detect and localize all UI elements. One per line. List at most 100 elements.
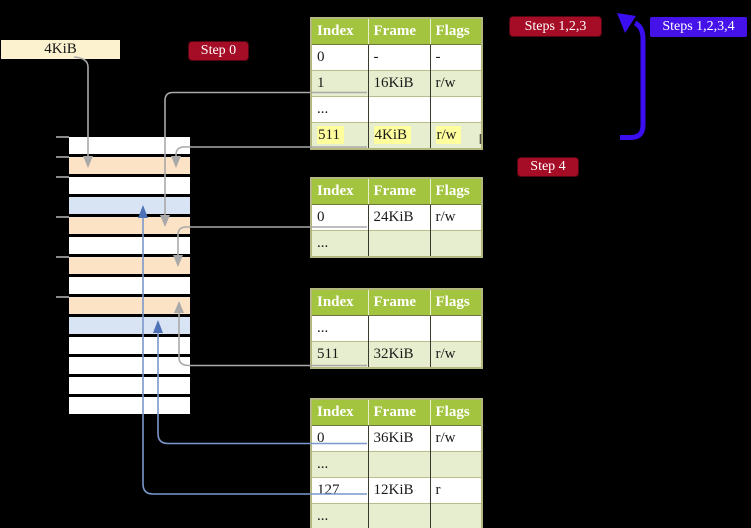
table-cell (430, 451, 482, 478)
memory-frame-row-orange (69, 157, 190, 174)
column-header: Flags (430, 289, 482, 316)
badge-steps-1234: Steps 1,2,3,4 (650, 17, 747, 37)
column-header: Flags (430, 178, 482, 205)
address-tick (56, 296, 69, 298)
table-cell: 511 (311, 122, 369, 149)
column-header: Frame (368, 18, 431, 45)
table-cell (430, 96, 482, 123)
table-cell (430, 316, 482, 342)
highlighted-cell-text: 4KiB (373, 126, 412, 144)
column-header: Index (311, 399, 369, 426)
table-cell (430, 230, 482, 257)
table-cell: ... (311, 451, 369, 478)
arrowhead-loop-steps (617, 13, 636, 33)
badge-step-0: Step 0 (189, 42, 248, 60)
column-header: Frame (368, 178, 431, 205)
memory-frame-row-white (69, 277, 190, 294)
table-row: ... (311, 230, 482, 257)
table-row: ... (311, 96, 482, 123)
column-header: Frame (368, 289, 431, 316)
memory-frame-row-white (69, 377, 190, 394)
table-cell: ... (311, 230, 369, 257)
memory-frame-row-white (69, 337, 190, 354)
table-cell (368, 503, 431, 528)
memory-frame-row-white (69, 357, 190, 374)
table-cell: 0 (311, 44, 369, 71)
badge-step-4: Step 4 (518, 158, 578, 176)
table-cell: - (368, 44, 431, 71)
table-cell: 12KiB (368, 477, 431, 504)
memory-frame-row-blue (69, 317, 190, 334)
column-header: Flags (430, 399, 482, 426)
memory-frame-row-orange (69, 297, 190, 314)
table-cell (368, 315, 431, 342)
memory-frame-row-white (69, 177, 190, 194)
address-tick (56, 216, 69, 218)
table-cell: r/w (430, 70, 482, 97)
column-header: Index (311, 178, 369, 205)
table-cell: 4KiB (368, 122, 431, 149)
memory-frame-row-orange (69, 257, 190, 274)
table-row: ... (311, 503, 482, 528)
table-cell: 127 (311, 477, 369, 504)
physical-memory-column (69, 137, 190, 417)
table-cell: 36KiB (368, 425, 431, 452)
address-tick (56, 136, 69, 138)
table-row: 0-- (311, 44, 482, 71)
address-tick (56, 256, 69, 258)
table-cell: 16KiB (368, 70, 431, 97)
badge-steps-123: Steps 1,2,3 (510, 17, 601, 36)
memory-frame-row-white (69, 397, 190, 414)
column-header: Flags (430, 18, 482, 45)
column-header: Frame (368, 399, 431, 426)
table-cell: r/w (435, 209, 456, 225)
table-cell: 0 (311, 425, 369, 452)
memory-frame-row-blue (69, 197, 190, 214)
address-tick (56, 156, 69, 158)
table-cell: 1 (311, 70, 369, 97)
table-cell: r/w (435, 430, 456, 446)
table-cell: 32KiB (368, 341, 431, 368)
table-cell: 24KiB (368, 204, 431, 231)
table-cell (368, 96, 431, 123)
table-cell: - (435, 49, 441, 65)
table-cell: r/w (430, 341, 482, 368)
table-cell: ... (311, 503, 369, 528)
page-size-label: 4KiB (1, 40, 120, 59)
memory-frame-row-white (69, 137, 190, 154)
memory-frame-row-orange (69, 217, 190, 234)
table-row: ... (311, 451, 482, 478)
highlighted-cell-text: r/w (435, 126, 461, 144)
column-header: Index (311, 289, 369, 316)
table-cell: ... (311, 315, 369, 342)
address-tick (56, 176, 69, 178)
column-header: Index (311, 18, 369, 45)
table-row: ... (311, 315, 482, 342)
highlighted-cell-text: 511 (317, 126, 344, 144)
table-row: 511 4KiB r/w (311, 122, 482, 149)
table-cell: ... (311, 96, 369, 123)
table-cell: r (430, 477, 482, 504)
table-cell: 511 (311, 341, 369, 368)
memory-frame-row-white (69, 237, 190, 254)
table-cell: r/w (430, 122, 482, 149)
table-cell (368, 230, 431, 257)
loop-arrow-steps (620, 20, 646, 140)
